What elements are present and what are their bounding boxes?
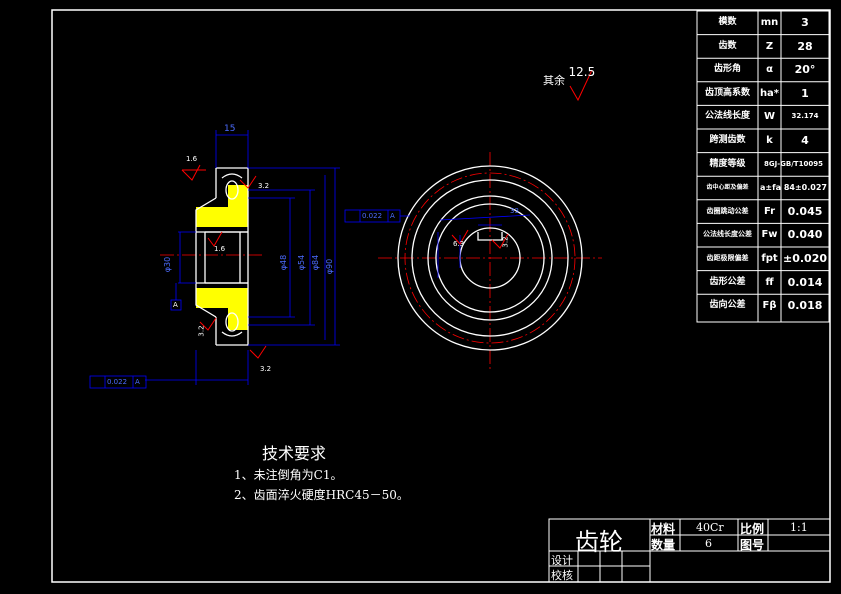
param-label: 公法线长度 xyxy=(704,111,750,122)
param-value: 0.018 xyxy=(787,299,823,313)
quantity-value: 6 xyxy=(705,537,712,550)
hatch-rim-upper xyxy=(228,185,248,215)
rough-label-2: 3.2 xyxy=(258,182,270,190)
rough-label-7: 3.2 xyxy=(501,236,510,248)
param-label: 齿形角 xyxy=(713,64,741,75)
param-label: 公法线长度公差 xyxy=(703,230,752,239)
param-symbol: α xyxy=(766,64,773,76)
quantity-label: 数量 xyxy=(651,538,676,552)
dim-d2: φ54 xyxy=(297,254,307,271)
scale-label: 比例 xyxy=(740,522,765,536)
param-value: 1 xyxy=(801,86,809,100)
checker-label: 校核 xyxy=(551,569,573,582)
param-value: a±fa 84±0.027 xyxy=(758,176,829,200)
param-value: 20° xyxy=(794,63,816,77)
dim-d3: φ84 xyxy=(311,254,321,271)
param-row: 齿顶高系数 ha* 1 xyxy=(697,82,829,106)
roughness-note: 其余 12.5 xyxy=(543,65,595,88)
param-symbol: a±fa xyxy=(760,183,782,193)
param-symbol: Fr xyxy=(763,205,776,217)
material-label: 材料 xyxy=(651,522,676,536)
roughness-value: 12.5 xyxy=(568,65,596,79)
rough-label-6: 6.3 xyxy=(453,240,465,248)
param-label: 模数 xyxy=(718,17,737,27)
drawing-border xyxy=(51,9,831,583)
rough-label-5: 3.2 xyxy=(260,365,272,373)
front-view xyxy=(344,69,602,372)
pitch-circle xyxy=(404,172,576,344)
hatch-rim-lower xyxy=(228,300,248,330)
datum-a-front: A xyxy=(390,212,395,220)
param-value: 4 xyxy=(801,133,809,147)
param-value: ±0.020 xyxy=(782,251,827,265)
param-row: 齿形公差 ff 0.014 xyxy=(697,271,829,295)
param-label: 齿圈跳动公差 xyxy=(706,206,749,215)
param-value: 3 xyxy=(801,16,809,29)
roughness-prefix: 其余 xyxy=(543,74,565,87)
tol-runout: 0.022 xyxy=(107,378,128,386)
param-row: 公法线长度公差 Fw 0.040 xyxy=(697,223,829,247)
param-label: 齿顶高系数 xyxy=(704,87,750,98)
scale-value: 1:1 xyxy=(790,521,808,534)
param-symbol: fpt xyxy=(761,252,778,264)
rough-label-4: 3.2 xyxy=(197,325,206,337)
param-value: 0.040 xyxy=(787,228,823,242)
param-row: 模数 mn 3 xyxy=(697,11,829,35)
param-row: 公法线长度 W 32.174 xyxy=(697,105,829,129)
section-view xyxy=(89,130,340,389)
part-name: 齿轮 xyxy=(575,528,623,556)
param-symbol: mn xyxy=(760,17,779,28)
param-row: 精度等级 8GJ-GB/T10095 xyxy=(697,153,829,177)
param-value: 28 xyxy=(797,39,813,53)
param-symbol: ha* xyxy=(759,87,780,99)
param-value-text: 84±0.027 xyxy=(783,183,827,193)
parameter-table-grid xyxy=(696,10,830,323)
rough-label-1: 1.6 xyxy=(186,155,198,163)
param-label: 精度等级 xyxy=(709,158,746,169)
param-symbol: Z xyxy=(765,40,774,52)
param-row: 齿中心距及偏差 a±fa 84±0.027 xyxy=(697,176,829,200)
dim-d1: φ48 xyxy=(279,254,289,271)
param-row: 齿距极限偏差 fpt ±0.020 xyxy=(697,247,829,271)
param-value: 8GJ-GB/T10095 xyxy=(764,159,823,168)
param-label: 齿距极限偏差 xyxy=(706,253,749,262)
param-label: 齿形公差 xyxy=(709,276,746,287)
param-row: 齿数 Z 28 xyxy=(697,35,829,59)
tol-face: 0.022 xyxy=(362,212,383,220)
param-symbol: Fw xyxy=(761,229,778,241)
dim-bore: φ30 xyxy=(163,256,173,273)
designer-label: 设计 xyxy=(551,554,573,567)
datum-a-box: A xyxy=(173,301,178,309)
param-label: 齿数 xyxy=(718,40,737,51)
param-symbol: Fβ xyxy=(762,300,777,312)
param-row: 齿向公差 Fβ 0.018 xyxy=(697,294,829,318)
param-row: 齿圈跳动公差 Fr 0.045 xyxy=(697,200,829,224)
drawing-no-label: 图号 xyxy=(740,538,765,552)
param-row: 跨测齿数 k 4 xyxy=(697,129,829,153)
param-value: 0.045 xyxy=(787,204,823,218)
param-label: 齿向公差 xyxy=(709,300,746,311)
param-label: 齿中心距及偏差 xyxy=(706,184,749,192)
param-symbol: k xyxy=(766,134,773,146)
rough-label-3: 1.6 xyxy=(214,245,226,253)
tech-line-1: 1、未注倒角为C1。 xyxy=(234,468,343,482)
param-symbol: W xyxy=(763,111,776,123)
dim-keyway: 33 xyxy=(510,207,519,215)
material-value: 40Cr xyxy=(696,521,724,534)
param-symbol: ff xyxy=(765,276,774,288)
param-value: 0.014 xyxy=(787,275,823,289)
param-value: 32.174 xyxy=(791,112,819,121)
datum-a-left: A xyxy=(135,378,140,386)
dim-width: 15 xyxy=(224,124,236,134)
param-row: 齿形角 α 20° xyxy=(697,58,829,82)
param-label: 跨测齿数 xyxy=(709,134,746,145)
parameter-table: 模数 mn 3 齿数 Z 28 齿形角 α 20° 齿顶高系数 ha* 1 公法线长度 W 32.1… xyxy=(697,11,829,318)
dim-tip: φ90 xyxy=(325,258,335,275)
tech-line-2: 2、齿面淬火硬度HRC45－50。 xyxy=(234,488,409,502)
title-block-grid xyxy=(548,518,831,583)
tech-title: 技术要求 xyxy=(262,444,327,463)
